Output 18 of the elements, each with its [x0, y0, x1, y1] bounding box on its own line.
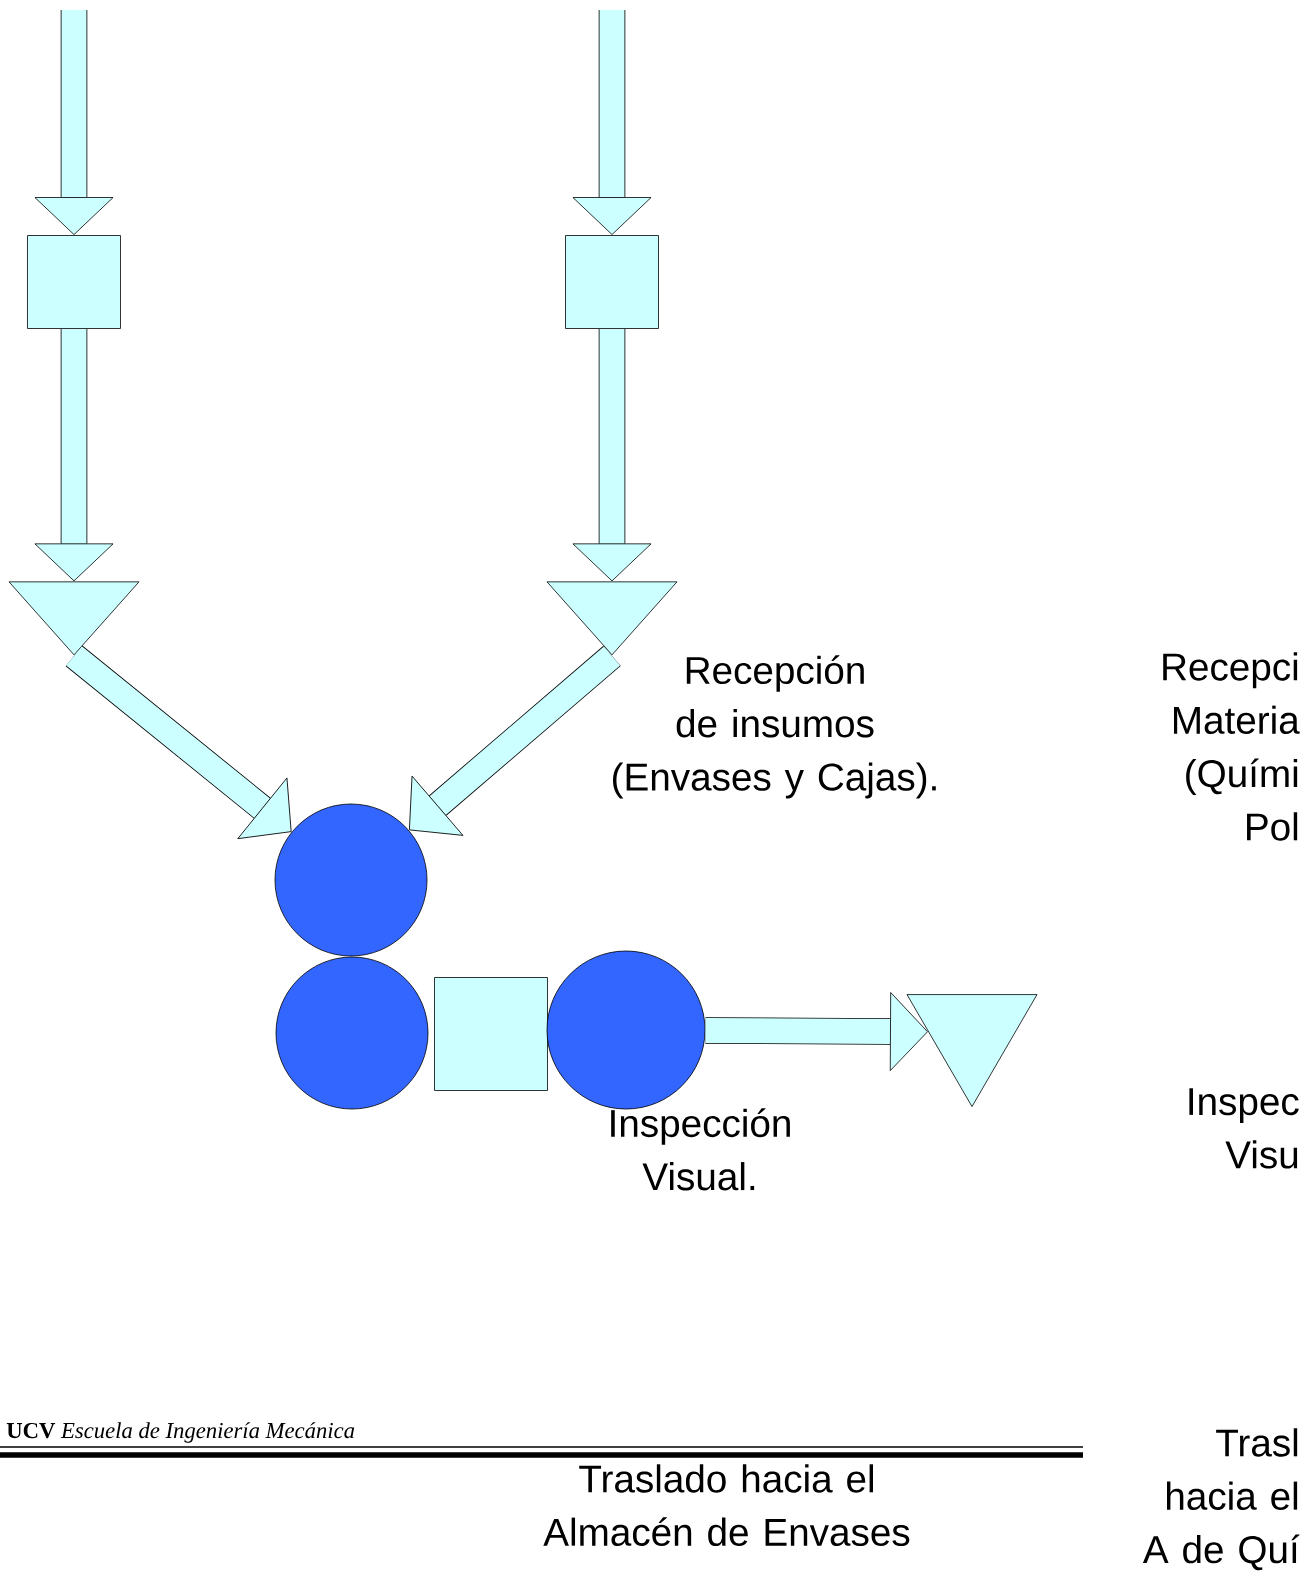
circle-symbol — [275, 956, 429, 1110]
block-arrow — [705, 992, 928, 1071]
square-symbol — [434, 977, 548, 1091]
block-arrow — [34, 328, 114, 582]
process-label: Inspec Visu — [1189, 1088, 1299, 1169]
footer-text: UCV Escuela de Ingeniería Mecánica — [6, 1422, 355, 1443]
circle-symbol — [274, 803, 428, 957]
process-label: Trasl hacia el A de Quí — [1142, 1428, 1300, 1571]
block-arrow — [65, 645, 292, 840]
block-arrow — [409, 645, 621, 836]
block-arrow — [572, 328, 652, 582]
block-arrow — [34, 10, 114, 235]
process-label: Recepción de insumos (Envases y Cajas). — [613, 655, 936, 799]
process-label: Traslado hacia el Almacén de Envases — [543, 1464, 910, 1546]
process-label: Inspección Visual. — [611, 1108, 790, 1191]
process-label: Recepci Materia (Quími Pol — [1163, 652, 1300, 841]
block-arrow — [572, 10, 652, 235]
circle-symbol — [546, 950, 706, 1110]
